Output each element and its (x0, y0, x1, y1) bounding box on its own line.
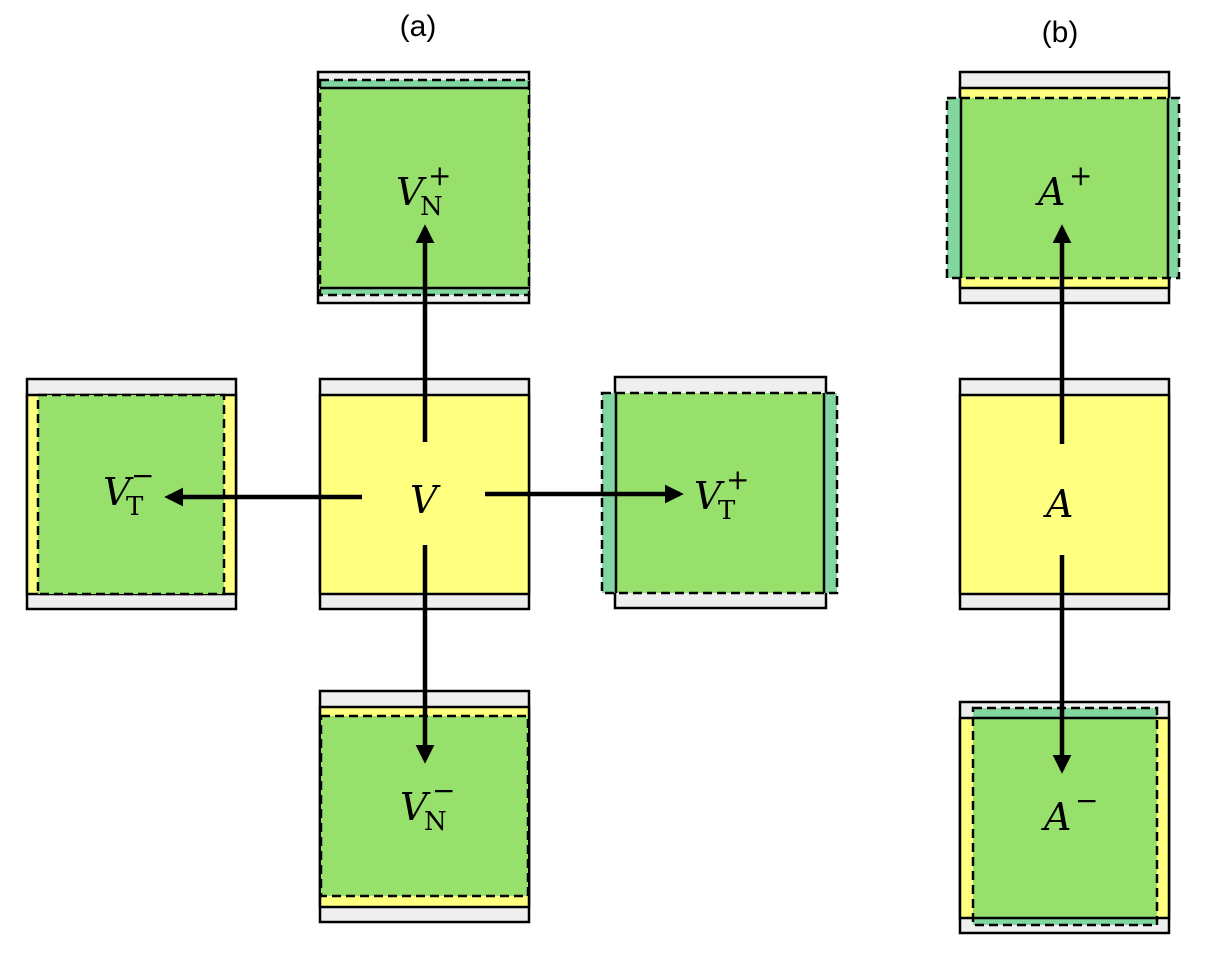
svg-text:−: − (432, 774, 455, 807)
svg-text:+: + (428, 159, 451, 192)
svg-text:V: V (694, 474, 725, 518)
svg-text:A: A (1041, 795, 1071, 839)
svg-text:A: A (1035, 170, 1065, 214)
svg-text:T: T (126, 492, 144, 522)
cell-bottom-b (958, 700, 1171, 935)
svg-text:+: + (726, 463, 749, 496)
panel-a-label: (a) (400, 10, 437, 43)
svg-text:−: − (1075, 784, 1098, 817)
svg-text:V: V (103, 470, 134, 514)
label-top-a: V N + (396, 159, 451, 222)
svg-text:+: + (1069, 159, 1092, 192)
svg-text:N: N (424, 807, 447, 837)
svg-text:T: T (718, 496, 736, 526)
svg-text:V: V (410, 478, 441, 522)
label-center-a: V (410, 478, 441, 522)
label-left-a: V T − (103, 459, 154, 522)
label-right-a: V T + (694, 463, 749, 526)
cell-top-a (316, 70, 531, 305)
panel-b-label: (b) (1042, 16, 1079, 49)
svg-text:A: A (1043, 482, 1073, 526)
label-center-b: A (1043, 482, 1073, 526)
svg-text:V: V (400, 785, 431, 829)
svg-text:−: − (131, 459, 154, 492)
svg-text:V: V (396, 170, 427, 214)
label-bottom-b: A − (1041, 784, 1098, 839)
cell-left-a (25, 377, 238, 611)
label-top-b: A + (1035, 159, 1092, 214)
label-bottom-a: V N − (400, 774, 455, 837)
cell-center-b (958, 377, 1171, 611)
svg-text:N: N (420, 192, 443, 222)
